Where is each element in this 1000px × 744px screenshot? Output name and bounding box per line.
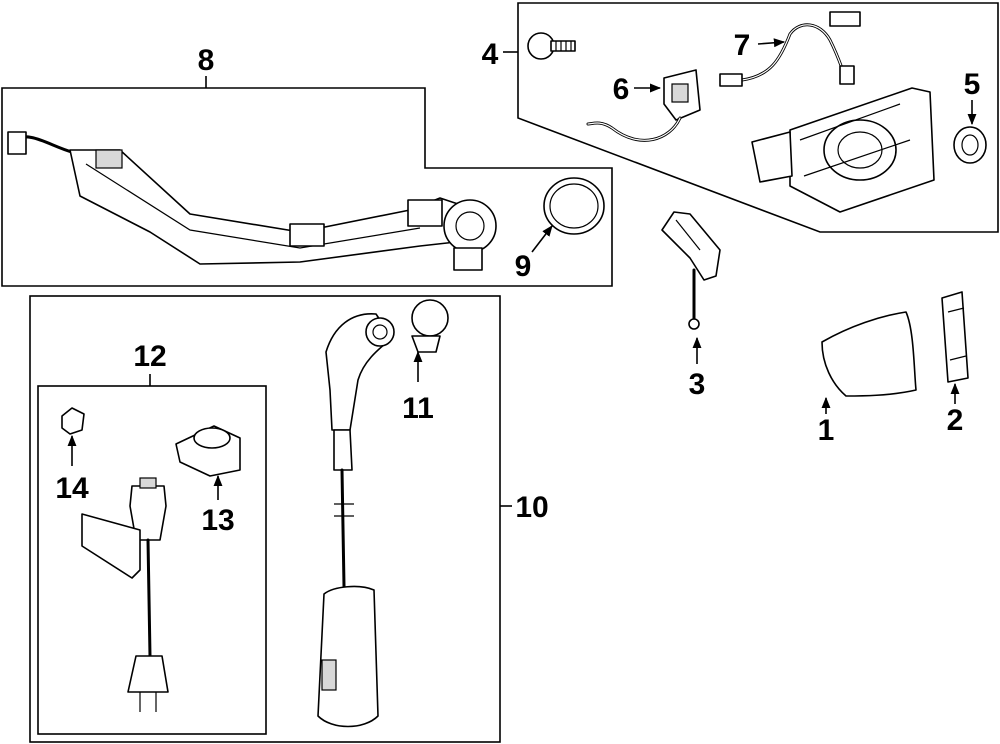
cable-connector-part [411, 299, 449, 353]
wire-harness-part [719, 11, 861, 87]
callout-13: 13 [201, 504, 234, 537]
socket-cover-part [175, 425, 241, 477]
callout-6: 6 [613, 73, 630, 106]
callout-9: 9 [515, 250, 532, 283]
lid-strip-part [941, 291, 969, 383]
leader-9 [531, 225, 553, 253]
charging-harness-part [7, 131, 497, 271]
callout-1: 1 [818, 414, 835, 447]
charge-lid-part [821, 311, 917, 397]
group-box-10 [29, 295, 501, 743]
grommet-part [953, 126, 987, 164]
callout-10: 10 [515, 491, 548, 524]
clip-part [61, 407, 85, 435]
lock-actuator-part [586, 69, 701, 142]
charge-port-housing-part [751, 87, 935, 213]
callout-7: 7 [734, 29, 751, 62]
group-box-8 [1, 87, 613, 287]
charging-cable-part [317, 313, 395, 728]
group-box-12 [37, 385, 267, 735]
bolt-part [527, 32, 576, 60]
callout-4: 4 [482, 38, 499, 71]
sensor-part [661, 211, 721, 330]
callout-11: 11 [402, 392, 434, 425]
ring-seal-part [543, 177, 605, 235]
leader-7 [757, 38, 786, 48]
group-box-4 [517, 2, 999, 233]
callout-8: 8 [198, 44, 215, 77]
convenience-cable-part [81, 477, 169, 712]
callout-5: 5 [964, 68, 981, 101]
callout-12: 12 [133, 340, 166, 373]
callout-14: 14 [55, 472, 89, 505]
callout-2: 2 [947, 404, 964, 437]
callout-3: 3 [689, 368, 706, 401]
